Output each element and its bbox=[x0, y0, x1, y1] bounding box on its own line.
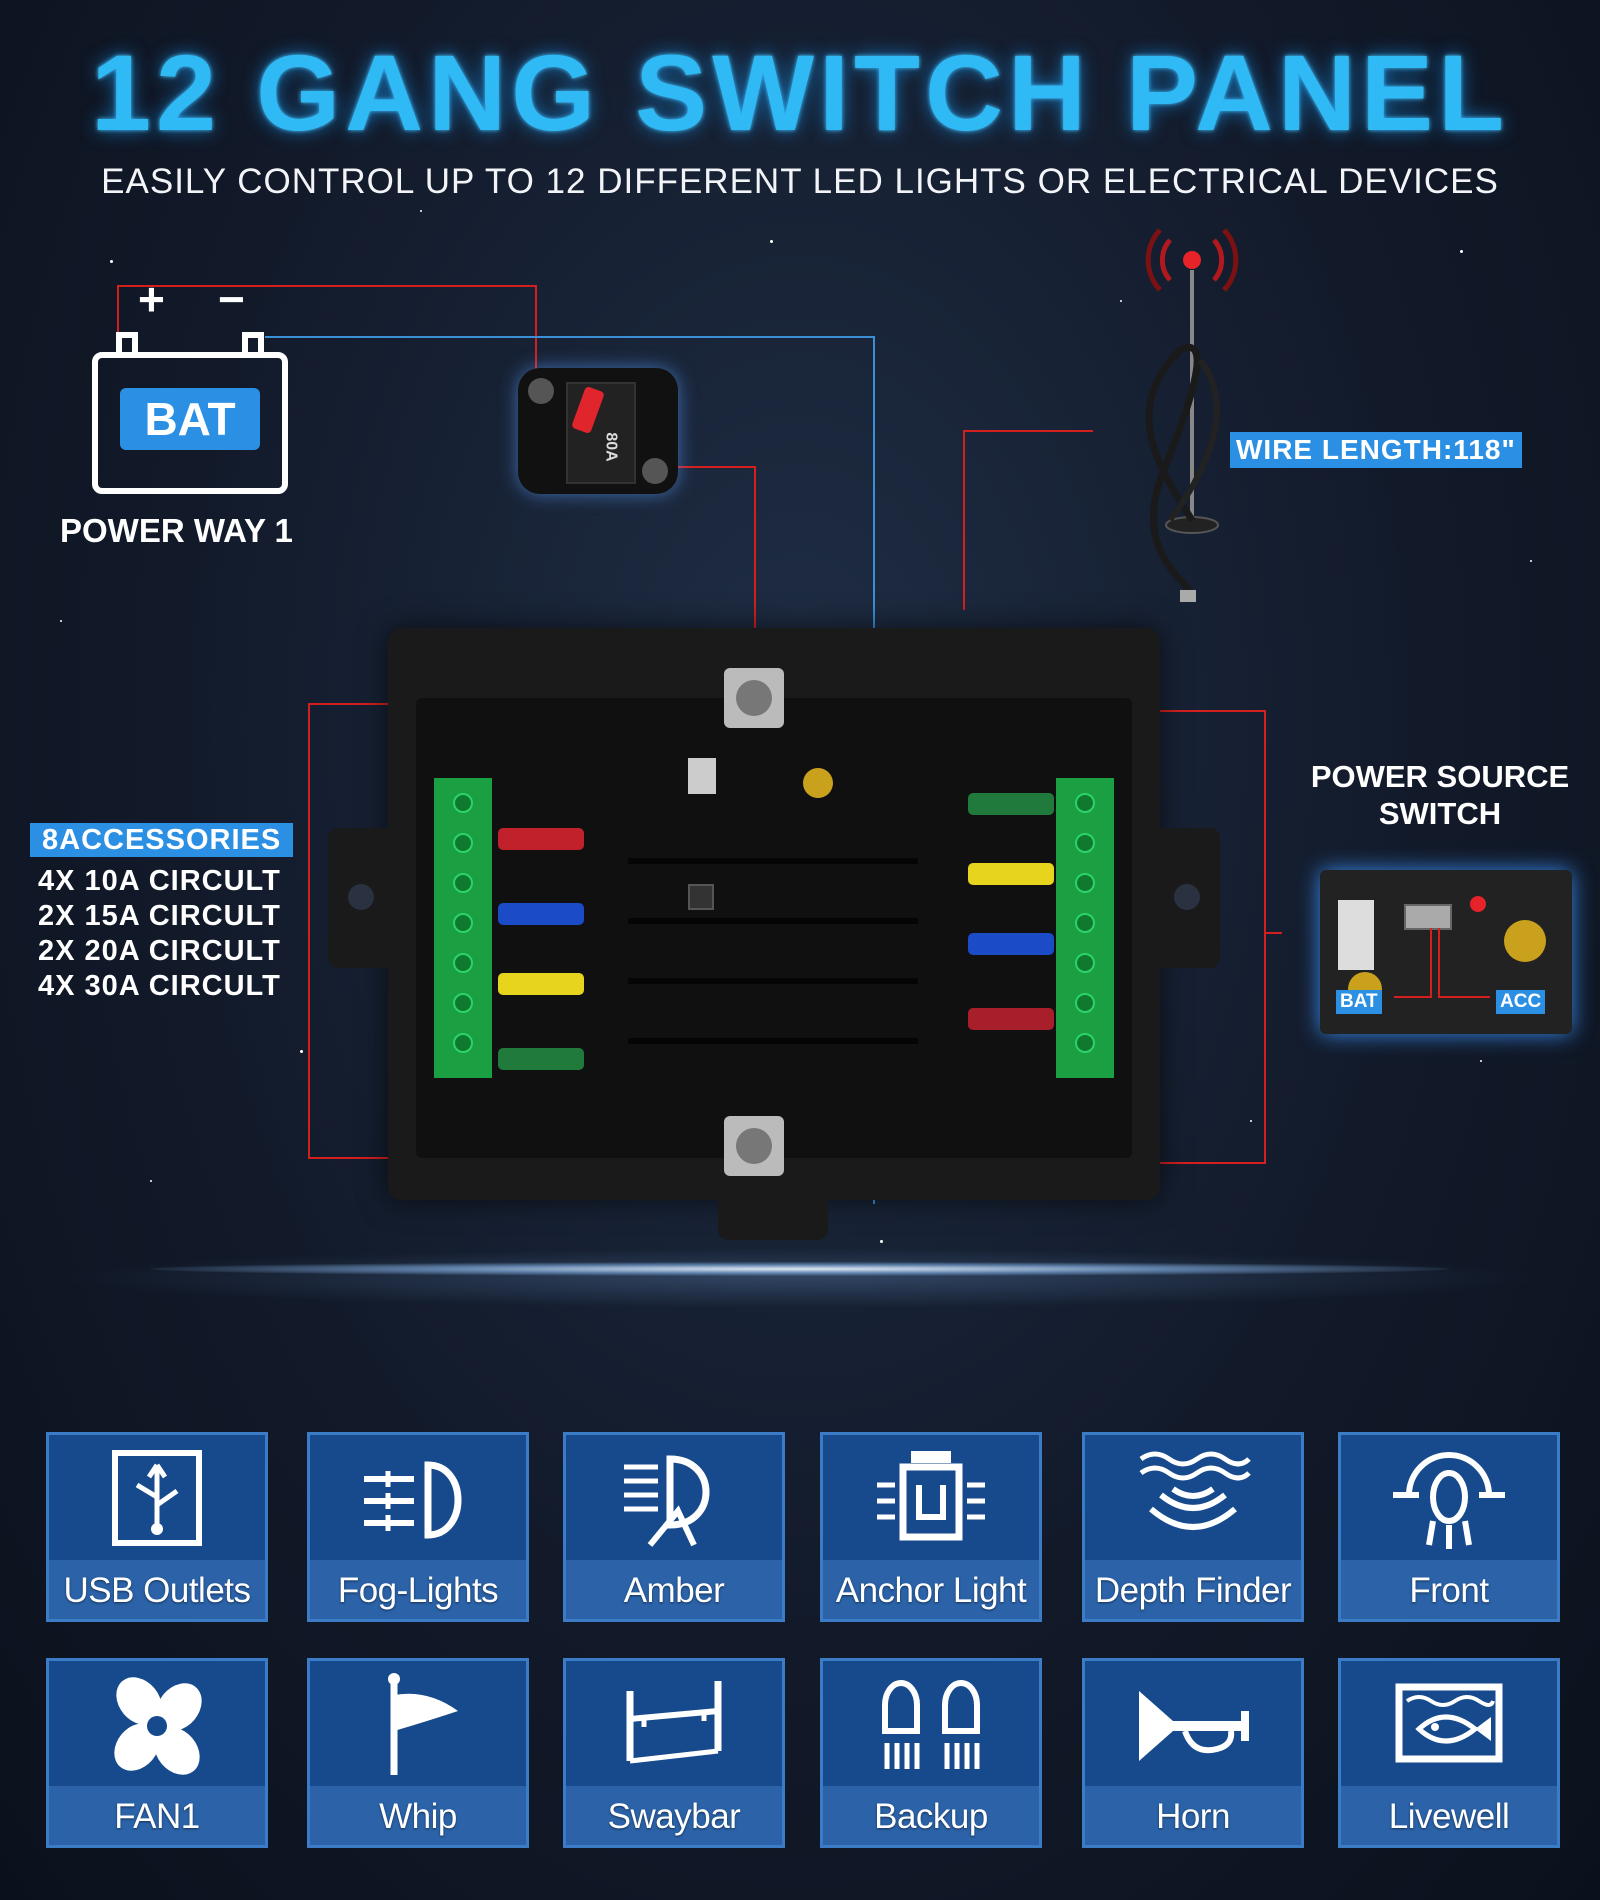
battery-plus: + bbox=[138, 273, 165, 325]
battery-label: BAT bbox=[120, 388, 260, 450]
function-tile-horn: Horn bbox=[1082, 1658, 1304, 1848]
usb-icon bbox=[112, 1450, 202, 1546]
power-source-title-line2: SWITCH bbox=[1378, 796, 1502, 831]
function-tile-whip: Whip bbox=[307, 1658, 529, 1848]
anchor-light-icon bbox=[877, 1451, 985, 1541]
circuit-spec-20a: 2X 20A CIRCULT bbox=[38, 935, 281, 967]
tile-label: Front bbox=[1409, 1571, 1489, 1610]
bat-tag: BAT bbox=[1336, 990, 1382, 1014]
fuse-box bbox=[328, 628, 1220, 1240]
tile-label: Livewell bbox=[1388, 1797, 1510, 1836]
battery-caption: POWER WAY 1 bbox=[60, 512, 293, 549]
circuit-spec-15a: 2X 15A CIRCULT bbox=[38, 900, 281, 932]
tile-label: Swaybar bbox=[607, 1797, 741, 1836]
tile-label: Whip bbox=[379, 1797, 457, 1836]
tile-label: Amber bbox=[623, 1571, 725, 1610]
glow-stage bbox=[50, 1248, 1550, 1328]
function-tile-fog-lights: Fog-Lights bbox=[307, 1432, 529, 1622]
circuit-breaker: 80A bbox=[518, 368, 678, 494]
function-tile-amber: Amber bbox=[563, 1432, 785, 1622]
page-title: 12 GANG SWITCH PANEL bbox=[90, 32, 1510, 153]
tile-label: Fog-Lights bbox=[337, 1571, 499, 1610]
power-source-title: POWER SOURCE SWITCH bbox=[1290, 758, 1590, 832]
fog-light-icon bbox=[364, 1461, 462, 1539]
function-tile-usb-outlets: USB Outlets bbox=[46, 1432, 268, 1622]
amber-light-icon bbox=[624, 1455, 710, 1547]
power-source-title-line1: POWER SOURCE bbox=[1310, 759, 1570, 794]
battery-icon: + − BAT bbox=[92, 276, 288, 494]
function-tile-fan1: FAN1 bbox=[46, 1658, 268, 1848]
breaker-rating: 80A bbox=[602, 432, 620, 462]
page-subtitle: EASILY CONTROL UP TO 12 DIFFERENT LED LI… bbox=[101, 162, 1499, 201]
battery-minus: − bbox=[218, 273, 245, 325]
tile-label: Depth Finder bbox=[1094, 1571, 1292, 1610]
accessories-badge: 8ACCESSORIES bbox=[30, 823, 294, 857]
livewell-icon bbox=[1395, 1683, 1503, 1763]
fan-icon bbox=[114, 1677, 202, 1775]
power-source-switch-closeup: BAT ACC bbox=[1320, 870, 1572, 1034]
tile-label: FAN1 bbox=[114, 1797, 200, 1836]
backup-light-icon bbox=[882, 1680, 980, 1769]
horn-icon bbox=[1139, 1691, 1249, 1761]
depth-finder-icon bbox=[1139, 1451, 1251, 1530]
circuit-spec-30a: 4X 30A CIRCULT bbox=[38, 970, 281, 1002]
tile-label: Horn bbox=[1156, 1797, 1230, 1836]
function-tile-livewell: Livewell bbox=[1338, 1658, 1560, 1848]
swaybar-icon bbox=[626, 1681, 722, 1764]
tile-label: Anchor Light bbox=[835, 1571, 1027, 1610]
tile-label: Backup bbox=[874, 1797, 988, 1836]
front-light-icon bbox=[1393, 1452, 1505, 1549]
function-tile-backup: Backup bbox=[820, 1658, 1042, 1848]
function-tile-depth-finder: Depth Finder bbox=[1082, 1432, 1304, 1622]
function-tile-anchor-light: Anchor Light bbox=[820, 1432, 1042, 1622]
function-tile-swaybar: Swaybar bbox=[563, 1658, 785, 1848]
whip-flag-icon bbox=[388, 1673, 458, 1775]
function-tile-front: Front bbox=[1338, 1432, 1560, 1622]
tile-label: USB Outlets bbox=[63, 1571, 251, 1610]
acc-tag: ACC bbox=[1496, 990, 1546, 1014]
circuit-spec-10a: 4X 10A CIRCULT bbox=[38, 865, 281, 897]
wire-length-badge: WIRE LENGTH:118" bbox=[1230, 432, 1522, 468]
